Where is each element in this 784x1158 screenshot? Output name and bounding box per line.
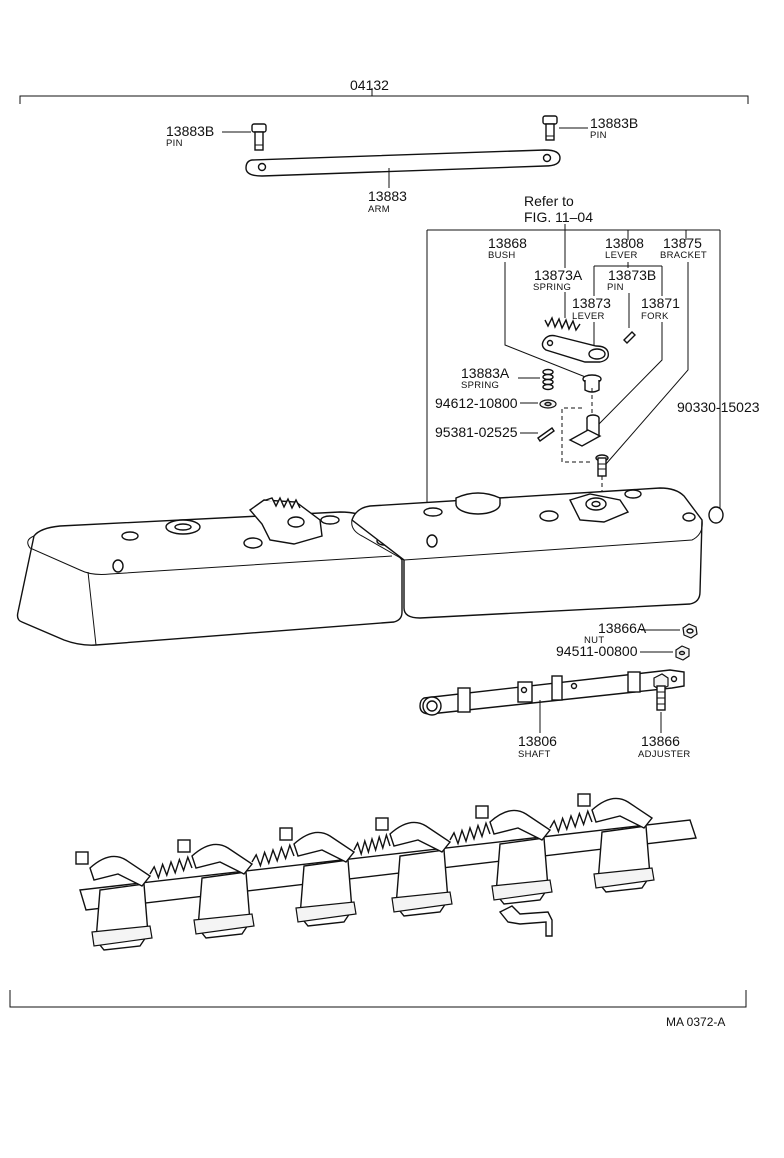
arm-number: 13883: [368, 188, 407, 204]
spring-lower-name: SPRING: [461, 380, 499, 391]
rocker-spring: [149, 855, 193, 880]
gasket-number: 90330-15023: [677, 399, 760, 415]
rocker-base: [593, 867, 655, 889]
washer-2-number: 94511-00800: [556, 643, 638, 659]
rocker-assembly: [75, 793, 697, 951]
rocker-base: [491, 879, 553, 901]
bracket-bolt-part: [595, 454, 609, 492]
spring-a-name: SPRING: [533, 282, 571, 293]
lever-top-number: 13808: [605, 235, 644, 251]
washer-2-part: [675, 645, 690, 661]
reference-line-1: Refer to: [524, 193, 574, 209]
fork-number: 13871: [641, 295, 680, 311]
rocker-adjust-nut: [375, 817, 389, 831]
pin-right-number: 13883B: [590, 115, 638, 131]
rocker-adjust-nut: [577, 793, 591, 807]
rocker-base: [391, 891, 453, 913]
subassembly-lines: [426, 224, 721, 508]
rocker-arm: [293, 831, 356, 863]
shaft-number: 13806: [518, 733, 557, 749]
arm-part: [245, 149, 561, 177]
bush-name: BUSH: [488, 250, 516, 261]
rocker-adjust-nut: [75, 851, 89, 865]
pin-left-part: [251, 123, 267, 151]
pin-b-name: PIN: [607, 282, 624, 293]
spring-lower-number: 13883A: [461, 365, 510, 381]
shaft-name: SHAFT: [518, 749, 551, 760]
washer-1-number: 94612-10800: [435, 395, 518, 411]
lever-mid-number: 13873: [572, 295, 611, 311]
rocker-arm: [489, 809, 552, 841]
rocker-adjust-nut: [475, 805, 489, 819]
rocker-base: [193, 913, 255, 935]
rocker-spring: [251, 843, 295, 868]
washer-1-part: [539, 399, 557, 409]
rocker-base: [295, 901, 357, 923]
bracket-name: BRACKET: [660, 250, 707, 261]
rocker-adjust-nut: [279, 827, 293, 841]
rocker-spring: [353, 832, 391, 857]
valve-cover-left: [16, 496, 403, 646]
nut-number: 13866A: [598, 620, 647, 636]
figure-code: MA 0372-A: [666, 1015, 725, 1029]
assembly-number: 04132: [350, 77, 389, 93]
lever-mid-name: LEVER: [572, 311, 605, 322]
pin-left-name: PIN: [166, 138, 183, 149]
rocker-arm: [89, 855, 152, 887]
valve-cover-right: [351, 487, 703, 619]
spring-a-number: 13873A: [534, 267, 583, 283]
rocker-spring: [449, 821, 491, 846]
rocker-arm: [191, 843, 254, 875]
assembly-bracket: [19, 88, 749, 104]
fork-part: [561, 388, 602, 463]
adjuster-part: [653, 673, 669, 711]
lever-mid-part: [541, 334, 610, 363]
bracket-number: 13875: [663, 235, 702, 251]
adjuster-number: 13866: [641, 733, 680, 749]
gasket-part: [708, 506, 724, 524]
pin-right-part: [542, 115, 558, 141]
lever-top-name: LEVER: [605, 250, 638, 261]
adjuster-name: ADJUSTER: [638, 749, 691, 760]
pin-b-part: [623, 331, 636, 344]
pin-2-part: [537, 427, 555, 442]
pin-b-number: 13873B: [608, 267, 656, 283]
spring-lower-part: [542, 368, 554, 391]
bottom-bracket: [9, 990, 747, 1008]
nut-part: [682, 623, 698, 639]
rocker-spring: [549, 809, 593, 834]
shaft-part: [419, 669, 685, 716]
pin-2-number: 95381-02525: [435, 424, 518, 440]
rocker-arm: [591, 797, 654, 829]
arm-name: ARM: [368, 204, 390, 215]
pin-left-number: 13883B: [166, 123, 214, 139]
spring-a-part: [544, 316, 581, 332]
rocker-base: [91, 925, 153, 947]
nut-name: NUT: [584, 635, 604, 646]
rocker-adjust-nut: [177, 839, 191, 853]
reference-line-2: FIG. 11–04: [524, 209, 593, 225]
rocker-arm: [389, 821, 452, 853]
bush-number: 13868: [488, 235, 527, 251]
pin-right-name: PIN: [590, 130, 607, 141]
fork-name: FORK: [641, 311, 669, 322]
